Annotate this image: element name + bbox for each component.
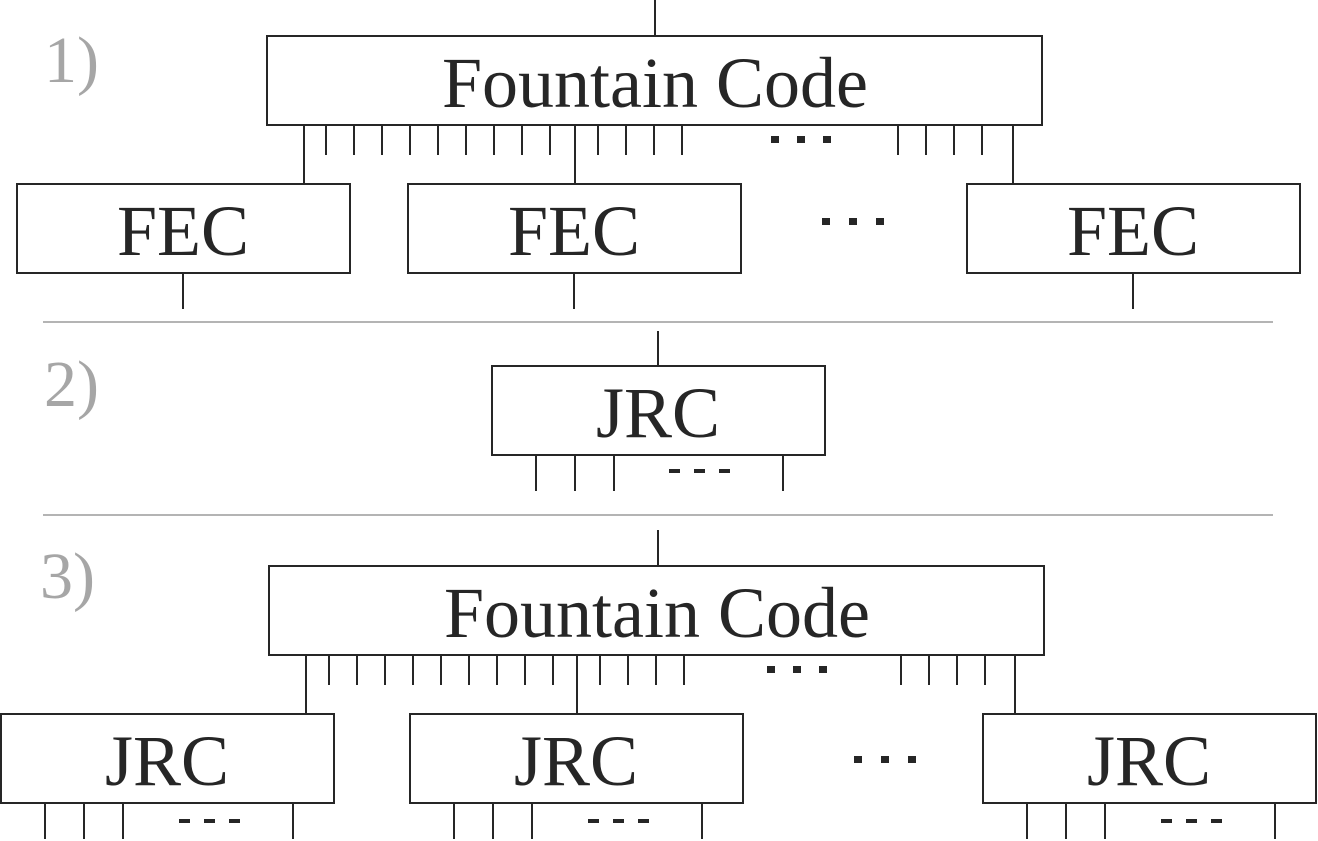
panel-2-output-ticks <box>535 455 784 491</box>
panel-3-top-ellipsis <box>767 666 827 673</box>
panel-3-jrc-block-2 <box>409 713 744 804</box>
panel-1: 1) Fountain Code <box>16 0 1301 309</box>
panel-2-jrc-block <box>491 365 826 456</box>
panel-2-ellipsis <box>669 469 730 473</box>
panel-3-number: 3) <box>40 540 95 613</box>
panel-1-output-ticks <box>325 125 983 155</box>
panel-3-jrc-3-output-ticks <box>1026 803 1276 839</box>
panel-1-fec-block-3 <box>966 183 1301 274</box>
panel-3-jrc-label-3: JRC <box>1087 721 1211 801</box>
panel-3-jrc-label-1: JRC <box>105 721 229 801</box>
panel-3-jrc-1-output-ticks <box>44 803 294 839</box>
panel-1-fec-label-3: FEC <box>1067 191 1199 271</box>
panel-3-fountain-code-label: Fountain Code <box>444 573 870 653</box>
panel-2-number: 2) <box>44 348 99 421</box>
panel-3-middle-ellipsis <box>854 756 916 763</box>
panel-1-middle-ellipsis <box>822 218 884 225</box>
panel-3-jrc-label-2: JRC <box>514 721 638 801</box>
panel-1-fec-block-1 <box>16 183 351 274</box>
panel-1-top-ellipsis <box>771 136 831 143</box>
panel-3-jrc-block-1 <box>0 713 335 804</box>
panel-3: 3) Fountain Code <box>0 530 1317 839</box>
panel-1-fountain-code-label: Fountain Code <box>442 43 868 123</box>
panel-3-jrc-2-output-ticks <box>453 803 703 839</box>
panel-3-output-ticks <box>328 655 986 685</box>
panel-3-jrc-block-3 <box>982 713 1317 804</box>
panel-1-fec-label-2: FEC <box>508 191 640 271</box>
panel-2-jrc-label: JRC <box>596 373 720 453</box>
panel-1-fec-block-2 <box>407 183 742 274</box>
panel-1-fec-label-1: FEC <box>117 191 249 271</box>
panel-2: 2) JRC <box>44 331 826 491</box>
panel-1-number: 1) <box>44 24 99 97</box>
panel-3-fountain-code-block <box>268 565 1045 656</box>
